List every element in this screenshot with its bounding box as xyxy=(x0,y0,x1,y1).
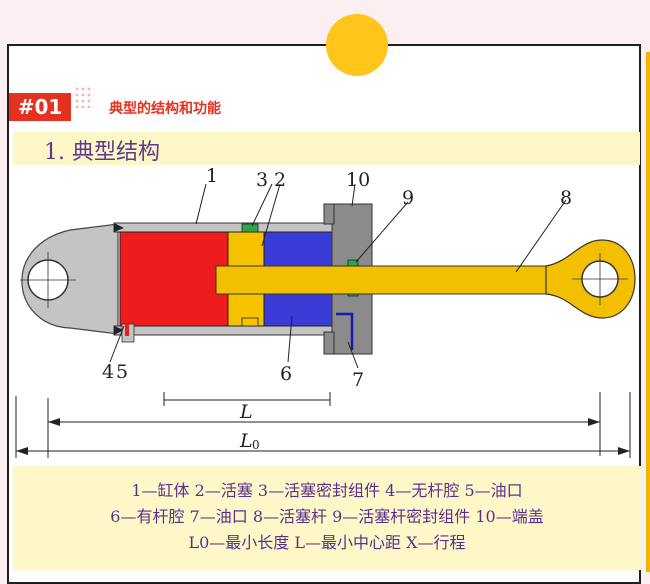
piston-seal-bottom xyxy=(241,317,259,327)
label-10: 10 xyxy=(346,169,370,191)
section-badge: #01 xyxy=(9,93,71,121)
caption-box xyxy=(13,466,641,570)
label-2: 2 xyxy=(274,169,286,191)
rear-clevis xyxy=(21,223,119,335)
piston-rod xyxy=(215,265,547,295)
rodless-chamber xyxy=(119,231,229,327)
hydraulic-cylinder-diagram: 1 3 2 10 9 8 4 5 6 7 L L 0 xyxy=(15,166,636,458)
piston-seal-top xyxy=(241,223,259,233)
accent-strip xyxy=(646,52,650,572)
label-L: L xyxy=(239,401,253,423)
label-L0-subscript: 0 xyxy=(252,438,260,452)
subtitle: 1. 典型结构 xyxy=(44,140,160,165)
subtitle-bar xyxy=(13,132,640,165)
label-L0: L xyxy=(239,430,253,452)
label-9: 9 xyxy=(402,187,414,209)
label-4: 4 xyxy=(102,361,114,383)
section-label: 典型的结构和功能 xyxy=(109,101,221,117)
caption-line-2: 6—有杆腔 7—油口 8—活塞杆 9—活塞杆密封组件 10—端盖 xyxy=(110,507,544,526)
decorative-circle xyxy=(326,14,388,76)
label-6: 6 xyxy=(280,363,292,385)
cylinder-wall-top xyxy=(113,222,337,233)
label-1: 1 xyxy=(206,166,218,187)
label-3: 3 xyxy=(256,169,268,191)
label-5: 5 xyxy=(116,361,128,383)
caption-line-3: L0—最小长度 L—最小中心距 X—行程 xyxy=(188,533,466,552)
caption-line-1: 1—缸体 2—活塞 3—活塞密封组件 4—无杆腔 5—油口 xyxy=(131,481,523,500)
cylinder-wall-bottom xyxy=(113,325,337,336)
dot-pattern-decoration xyxy=(74,86,94,108)
label-7: 7 xyxy=(352,369,364,391)
label-8: 8 xyxy=(560,187,572,209)
